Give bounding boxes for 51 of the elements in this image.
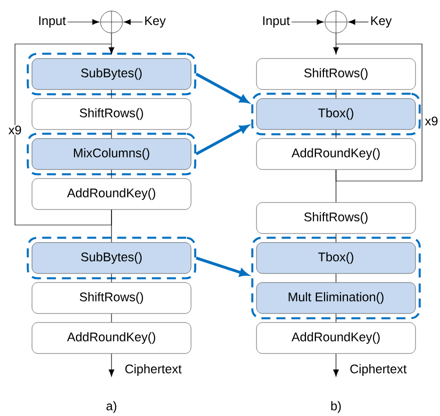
highlight-frame (26, 236, 196, 280)
feedback-loop-line (336, 44, 422, 182)
connector-line (111, 273, 112, 283)
connector-line (111, 313, 112, 323)
arrow (348, 19, 369, 25)
arrow (196, 124, 249, 156)
step-box: ShiftRows() (256, 58, 416, 90)
arrow (67, 19, 100, 25)
signal-label: Input (39, 16, 66, 28)
connector-line (111, 169, 112, 179)
arrow (333, 44, 339, 54)
step-box: AddRoundKey() (256, 138, 416, 170)
signal-label: Ciphertext (125, 364, 182, 376)
panel-label: a) (105, 400, 118, 414)
step-box: ShiftRows() (32, 98, 192, 130)
repeat-count: x9 (424, 116, 439, 126)
xor-symbol (100, 10, 123, 34)
step-box: AddRoundKey() (32, 178, 192, 210)
highlighted-step-box: MixColumns() (32, 138, 192, 170)
signal-label: Key (145, 16, 166, 28)
signal-label: Input (263, 16, 290, 28)
highlighted-step-box: SubBytes() (32, 242, 192, 274)
signal-label: Ciphertext (350, 364, 407, 376)
panel-label: b) (330, 400, 342, 414)
highlight-frame (26, 132, 196, 176)
arrow (108, 44, 114, 54)
highlight-frame (26, 52, 196, 96)
arrow (124, 19, 143, 25)
arrow (291, 19, 324, 25)
highlight-frame (251, 236, 421, 320)
arrow (108, 353, 114, 377)
highlighted-step-box: Tbox() (256, 242, 416, 274)
arrow (196, 72, 249, 104)
step-box: AddRoundKey() (32, 322, 192, 354)
connector-line (111, 209, 112, 243)
feedback-loop-line (14, 44, 112, 226)
arrow (333, 353, 339, 377)
highlighted-step-box: Tbox() (256, 98, 416, 130)
highlighted-step-box: SubBytes() (32, 58, 192, 90)
step-box: ShiftRows() (32, 282, 192, 314)
arrow (196, 256, 248, 276)
connector-line (111, 89, 112, 99)
xor-symbol (324, 10, 348, 34)
connector-line (111, 32, 112, 44)
signal-label: Key (371, 16, 392, 28)
highlighted-step-box: Mult Elimination() (256, 282, 416, 314)
connector-line (111, 129, 112, 139)
repeat-count: x9 (8, 125, 22, 135)
step-box: AddRoundKey() (256, 322, 416, 354)
step-box: ShiftRows() (256, 202, 416, 234)
highlight-frame (251, 92, 421, 136)
